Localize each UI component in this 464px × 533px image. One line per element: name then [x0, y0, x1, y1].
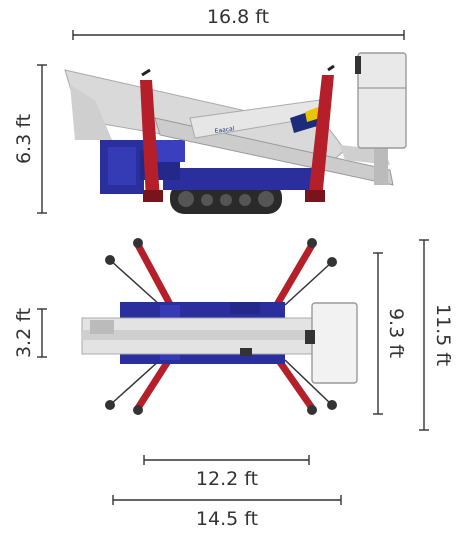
- side-view-lift: Eaacal: [64, 52, 407, 214]
- label-top-inner: 9.3 ft: [385, 308, 407, 358]
- brand-label: Eaacal: [214, 125, 235, 135]
- label-outrigger-span: 12.2 ft: [196, 468, 258, 490]
- label-outrigger-total: 14.5 ft: [196, 508, 258, 530]
- dimension-lines: [37, 30, 429, 505]
- basket-side: [355, 52, 407, 149]
- outriggers-side: [140, 75, 334, 202]
- label-top-outer: 11.5 ft: [432, 304, 454, 366]
- basket-top: [311, 302, 358, 384]
- label-top-width: 3.2 ft: [13, 308, 35, 358]
- top-view-lift: [81, 238, 358, 415]
- label-side-height: 6.3 ft: [13, 114, 35, 164]
- label-side-length: 16.8 ft: [207, 6, 269, 28]
- chassis: [163, 168, 313, 190]
